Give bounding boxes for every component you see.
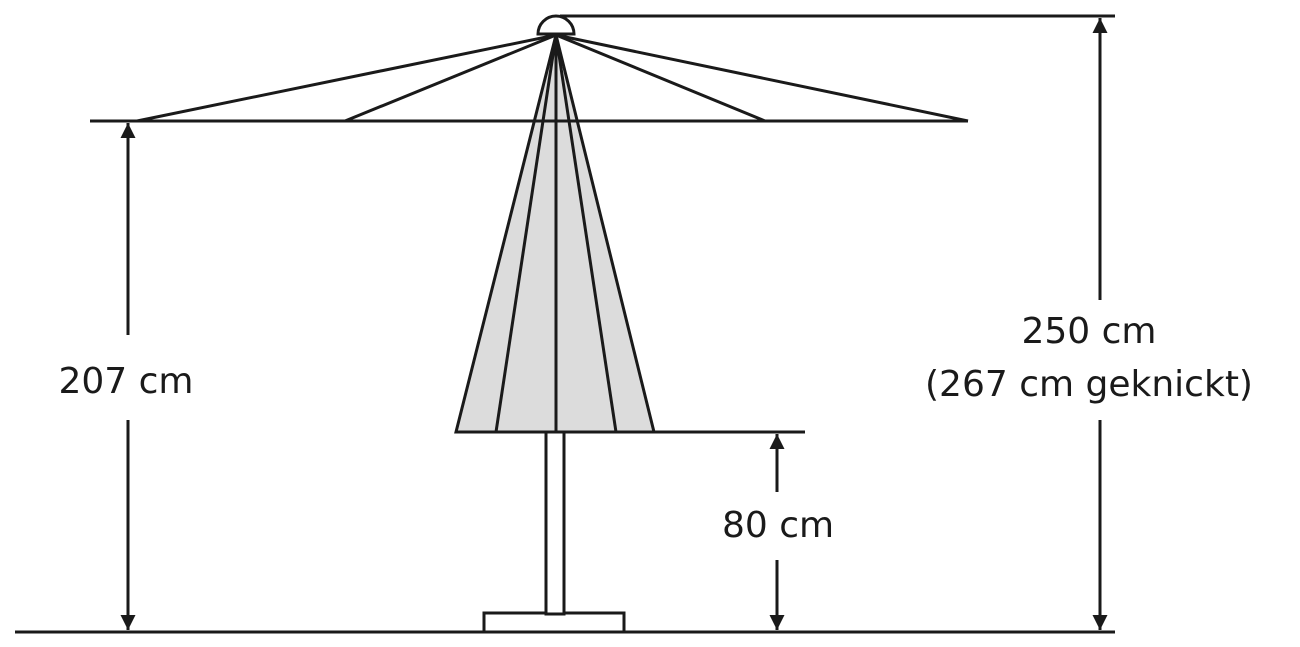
dimension-total-height: 250 cm (267 cm geknickt): [925, 18, 1253, 630]
closed-canopy: [454, 34, 656, 434]
umbrella-pole: [544, 430, 566, 616]
open-canopy: [136, 33, 969, 123]
closed-clearance-label: 80 cm: [722, 505, 834, 546]
dimension-canopy-height: 207 cm: [58, 123, 194, 630]
umbrella-finial: [536, 14, 576, 36]
total-height-tilted-label: (267 cm geknickt): [925, 364, 1253, 405]
canopy-height-label: 207 cm: [58, 361, 193, 402]
dimension-closed-clearance: 80 cm: [722, 434, 834, 630]
umbrella-base: [482, 611, 626, 634]
total-height-label: 250 cm: [1021, 311, 1156, 352]
